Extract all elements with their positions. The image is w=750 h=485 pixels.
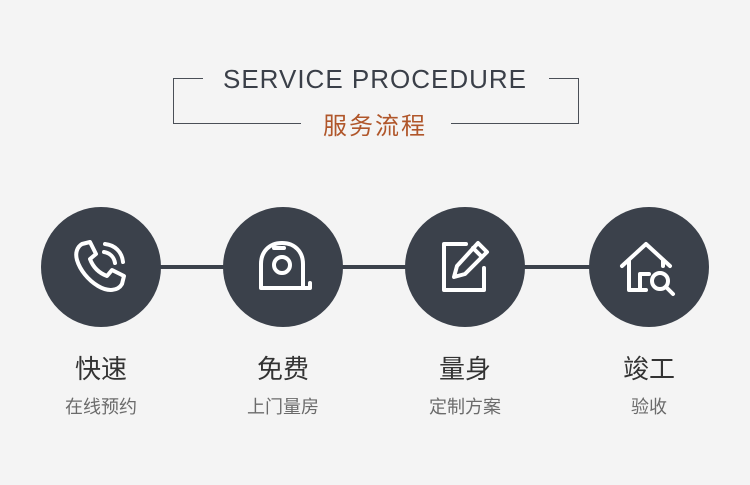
edit-document-icon xyxy=(442,241,489,292)
step-subtitle: 上门量房 xyxy=(247,397,319,418)
page-title-zh: 服务流程 xyxy=(0,106,750,141)
connector-line xyxy=(340,265,410,269)
connector-line xyxy=(522,265,592,269)
step-subtitle: 在线预约 xyxy=(65,397,137,418)
house-search-icon xyxy=(620,242,675,296)
step-circle-4 xyxy=(589,207,709,327)
step-subtitle: 定制方案 xyxy=(429,397,501,418)
step-circle-1 xyxy=(41,207,161,327)
phone-call-icon xyxy=(74,240,126,292)
step-circle-2 xyxy=(223,207,343,327)
step-title: 免费 xyxy=(256,355,309,385)
step-circle-3 xyxy=(405,207,525,327)
step-title: 量身 xyxy=(438,355,491,385)
step-label-4: 竣工 验收 xyxy=(579,355,719,419)
title-frame xyxy=(173,78,579,124)
tape-measure-icon xyxy=(259,241,312,290)
step-label-3: 量身 定制方案 xyxy=(395,355,535,419)
step-title: 快速 xyxy=(74,355,127,385)
step-title: 竣工 xyxy=(622,355,675,385)
step-subtitle: 验收 xyxy=(631,397,667,418)
page-title-en: SERVICE PROCEDURE xyxy=(0,64,750,95)
connector-line xyxy=(158,265,228,269)
step-label-1: 快速 在线预约 xyxy=(31,355,171,419)
step-label-2: 免费 上门量房 xyxy=(213,355,353,419)
